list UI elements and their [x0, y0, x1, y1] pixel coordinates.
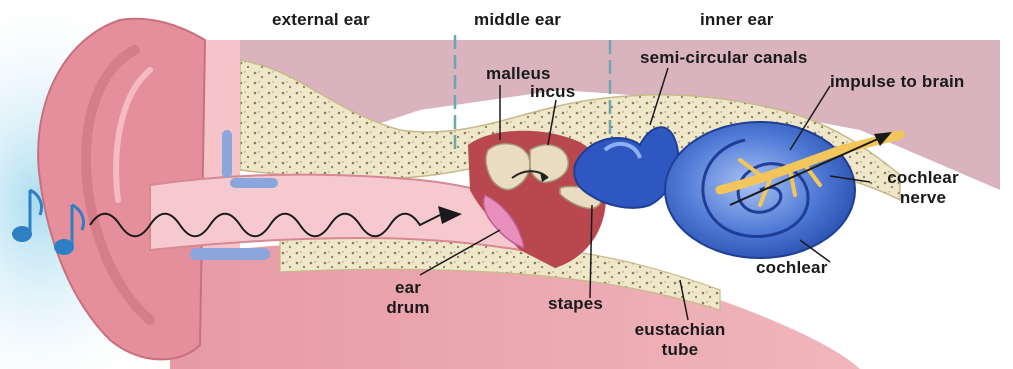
label-ear-drum: ear drum	[378, 278, 438, 318]
label-eustachian-line2: tube	[618, 340, 742, 360]
label-middle-ear: middle ear	[474, 10, 561, 30]
label-incus: incus	[530, 82, 575, 102]
label-cochlear-nerve: cochlear nerve	[878, 168, 968, 208]
ear-canal	[150, 175, 520, 250]
label-inner-ear: inner ear	[700, 10, 774, 30]
canal-cartilage-vertical	[222, 130, 232, 178]
label-ear-drum-line1: ear	[378, 278, 438, 298]
label-external-ear: external ear	[272, 10, 370, 30]
label-eustachian-tube: eustachian tube	[618, 320, 742, 360]
label-semicircular-canals: semi-circular canals	[640, 48, 807, 68]
canal-cartilage-upper	[230, 178, 278, 188]
label-cochlear-nerve-line1: cochlear	[878, 168, 968, 188]
label-malleus: malleus	[486, 64, 551, 84]
label-ear-drum-line2: drum	[378, 298, 438, 318]
label-stapes: stapes	[548, 294, 603, 314]
label-impulse-to-brain: impulse to brain	[830, 72, 965, 92]
canal-cartilage-lower	[190, 248, 270, 260]
label-cochlear: cochlear	[756, 258, 828, 278]
label-cochlear-nerve-line2: nerve	[878, 188, 968, 208]
label-eustachian-line1: eustachian	[618, 320, 742, 340]
